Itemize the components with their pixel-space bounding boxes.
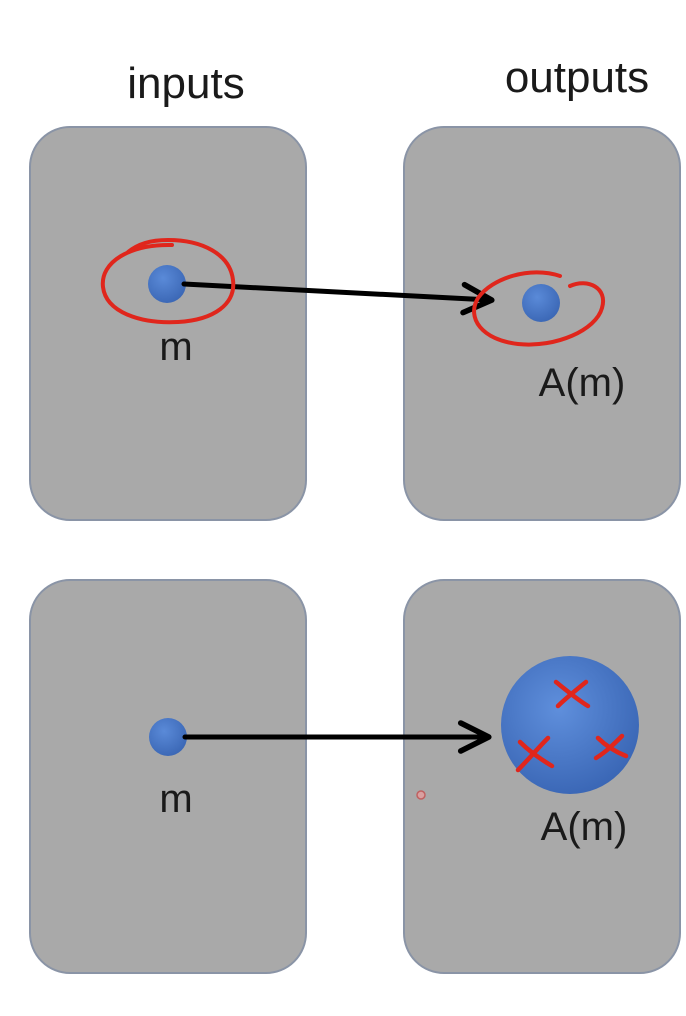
bottom-input-label: m [159, 777, 192, 821]
sample-x-mark [593, 733, 629, 761]
bottom-row: m A(m) [29, 579, 681, 974]
bottom-input-dot [149, 718, 187, 756]
top-input-label: m [159, 325, 192, 369]
bottom-input-box [29, 579, 307, 974]
top-input-annotation-circle [100, 237, 236, 325]
top-output-box [403, 126, 681, 521]
sample-x-mark [553, 679, 591, 709]
outputs-header: outputs [505, 53, 649, 102]
top-output-annotation-circle [472, 270, 606, 347]
inputs-header: inputs [127, 59, 244, 108]
top-output-label: A(m) [539, 361, 626, 405]
bottom-output-label: A(m) [541, 805, 628, 849]
sample-x-mark [515, 735, 555, 773]
cursor-dot [416, 790, 426, 800]
top-row: m A(m) [29, 126, 681, 521]
top-output-dot [522, 284, 560, 322]
bottom-output-distribution [501, 656, 639, 794]
top-input-dot [148, 265, 186, 303]
